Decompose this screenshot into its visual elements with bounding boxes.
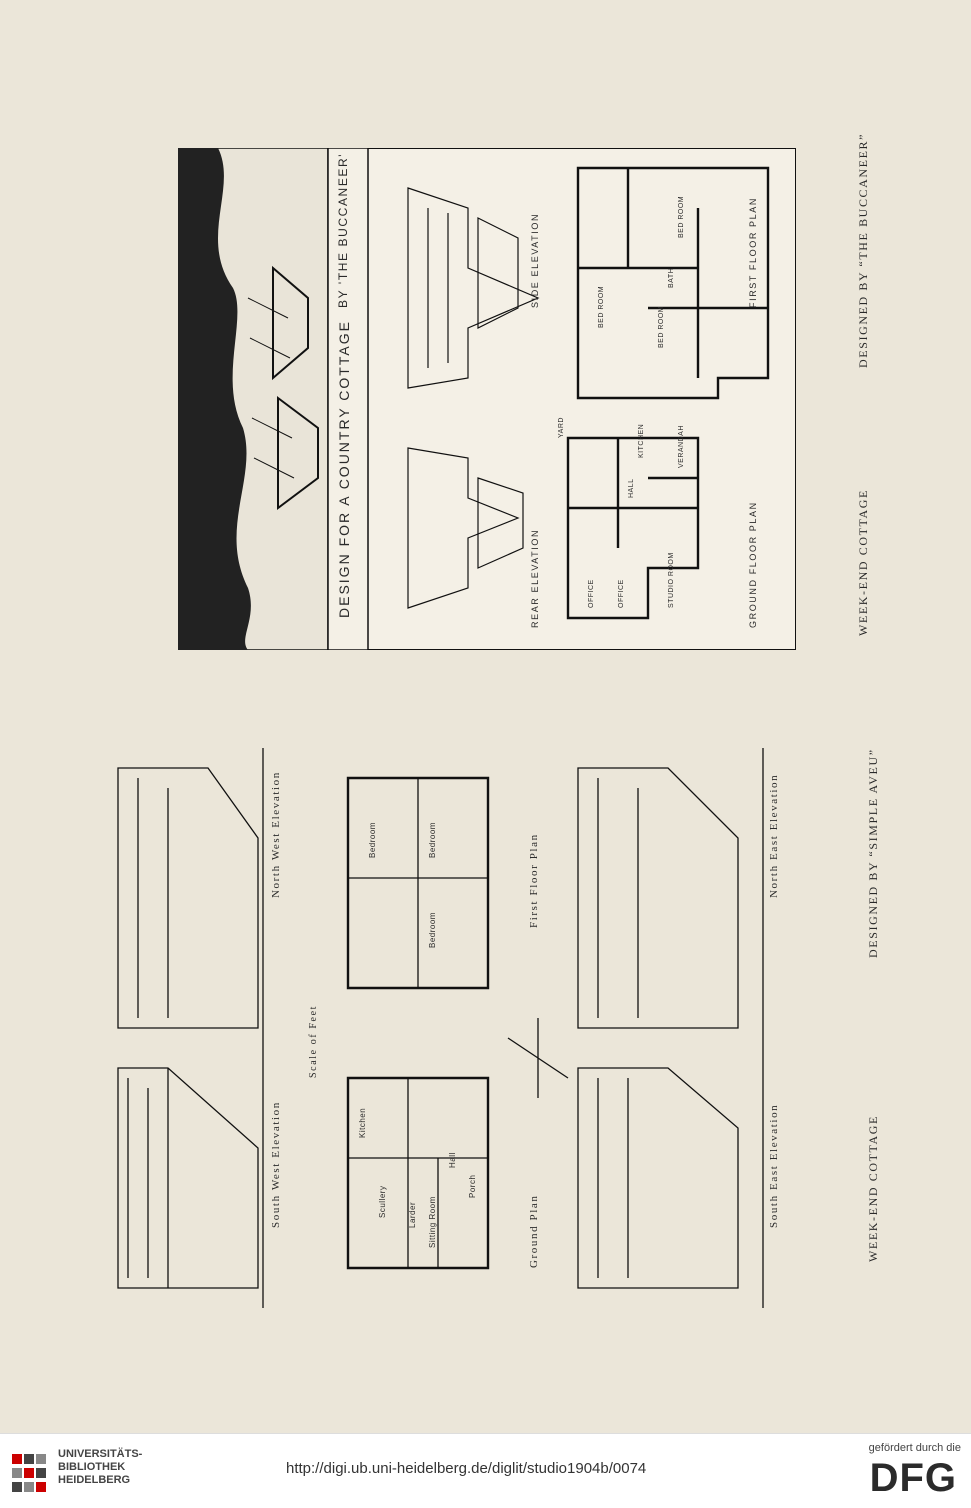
se-elevation-label: South East Elevation	[768, 1103, 780, 1228]
university-seal-icon	[8, 1448, 52, 1494]
caption-right-top: DESIGNED BY “THE BUCCANEER”	[856, 132, 870, 368]
buccaneer-first-room-0: BED ROOM	[598, 285, 605, 328]
buccaneer-ground-room-5: VERANDAH	[678, 425, 685, 468]
aveu-ground-room-3: Hall	[448, 1152, 457, 1168]
buccaneer-ground-room-1: OFFICE	[618, 579, 625, 608]
funded-by-text: gefördert durch die	[868, 1442, 961, 1454]
buccaneer-ground-room-6: YARD	[558, 417, 565, 438]
rear-elevation-label: REAR ELEVATION	[530, 528, 540, 628]
uni-line-1: UNIVERSITÄTS-	[58, 1448, 143, 1460]
nw-elevation-label: North West Elevation	[270, 771, 282, 898]
buccaneer-ground-room-0: OFFICE	[588, 579, 595, 608]
dfg-logo: DFG	[869, 1456, 957, 1500]
permalink[interactable]: http://digi.ub.uni-heidelberg.de/diglit/…	[286, 1460, 647, 1477]
buccaneer-first-room-3: BATH	[668, 267, 675, 288]
aveu-ground-room-0: Kitchen	[358, 1107, 367, 1138]
buccaneer-first-room-2: BED ROOM	[678, 195, 685, 238]
aveu-ground-room-4: Larder	[408, 1201, 417, 1228]
buccaneer-drawing	[178, 148, 796, 650]
buccaneer-ground-room-4: KITCHEN	[638, 423, 645, 458]
scale-label: Scale of Feet	[308, 1004, 319, 1078]
university-name: UNIVERSITÄTS- BIBLIOTHEK HEIDELBERG	[58, 1448, 142, 1487]
first-floor-plan-aveu-label: First Floor Plan	[528, 833, 540, 928]
caption-left-bottom: WEEK-END COTTAGE	[866, 1115, 880, 1262]
aveu-ground-room-1: Scullery	[378, 1185, 387, 1218]
aveu-first-room-2: Bedroom	[428, 822, 437, 858]
side-elevation-label: SIDE ELEVATION	[530, 212, 540, 308]
buccaneer-byline: BY 'THE BUCCANEER'	[336, 152, 350, 308]
first-floor-plan-label: FIRST FLOOR PLAN	[748, 197, 758, 308]
aveu-first-room-1: Bedroom	[428, 912, 437, 948]
aveu-ground-room-5: Porch	[468, 1174, 477, 1198]
buccaneer-ground-room-3: HALL	[628, 478, 635, 498]
ground-plan-label: Ground Plan	[528, 1194, 540, 1268]
simple-aveu-plate: South West Elevation North West Elevatio…	[108, 748, 780, 1318]
scanned-page: DESIGN FOR A COUNTRY COTTAGE BY 'THE BUC…	[0, 0, 971, 1433]
buccaneer-ground-room-2: STUDIO ROOM	[668, 552, 675, 608]
simple-aveu-drawing	[117, 748, 764, 1308]
ground-floor-plan-label: GROUND FLOOR PLAN	[748, 501, 758, 628]
aveu-ground-room-2: Sitting Room	[428, 1196, 437, 1248]
buccaneer-first-room-1: BED ROOM	[658, 305, 665, 348]
caption-right-bottom: WEEK-END COTTAGE	[856, 489, 870, 636]
uni-line-3: HEIDELBERG	[58, 1474, 131, 1486]
sw-elevation-label: South West Elevation	[270, 1101, 282, 1228]
aveu-first-room-0: Bedroom	[368, 822, 377, 858]
viewer-footer: UNIVERSITÄTS- BIBLIOTHEK HEIDELBERG http…	[0, 1433, 971, 1508]
caption-left-top: DESIGNED BY “SIMPLE AVEU”	[866, 748, 880, 958]
uni-line-2: BIBLIOTHEK	[58, 1461, 126, 1473]
ne-elevation-label: North East Elevation	[768, 773, 780, 898]
buccaneer-title: DESIGN FOR A COUNTRY COTTAGE	[336, 320, 352, 618]
buccaneer-plate: DESIGN FOR A COUNTRY COTTAGE BY 'THE BUC…	[178, 148, 796, 650]
